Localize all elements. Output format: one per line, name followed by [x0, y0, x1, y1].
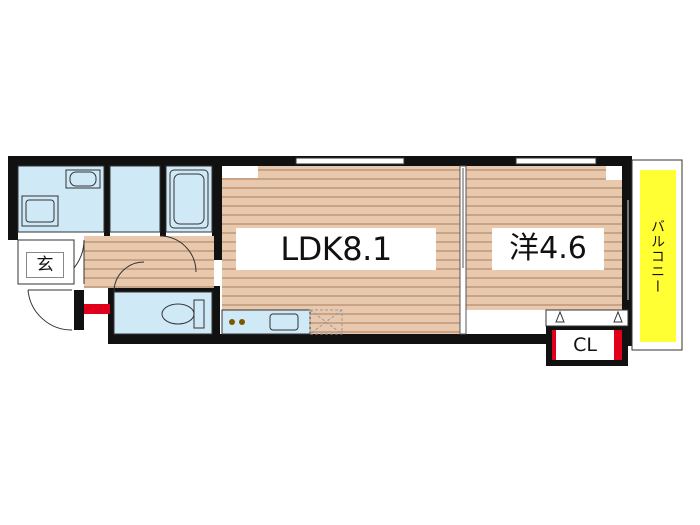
top-windows — [295, 157, 597, 165]
door-swings — [27, 235, 197, 331]
balcony-label: バルコニー — [649, 218, 665, 294]
balcony — [627, 159, 683, 351]
top-notch-2 — [606, 166, 622, 180]
top-notch — [222, 166, 258, 178]
sliding-partition — [459, 165, 467, 335]
sink-icon — [65, 169, 101, 189]
corridor-floor — [84, 236, 214, 288]
kitchen-icon — [229, 309, 343, 335]
western-room-label: 洋4.6 — [492, 228, 604, 270]
toilet-icon — [161, 299, 205, 329]
bathtub-icon — [169, 169, 209, 229]
closet-label: CL — [556, 330, 614, 360]
washer-icon — [21, 195, 59, 227]
ldk-room-label: LDK8.1 — [236, 228, 436, 270]
shoe-box — [84, 304, 110, 314]
entrance-label: 玄 — [26, 252, 64, 278]
